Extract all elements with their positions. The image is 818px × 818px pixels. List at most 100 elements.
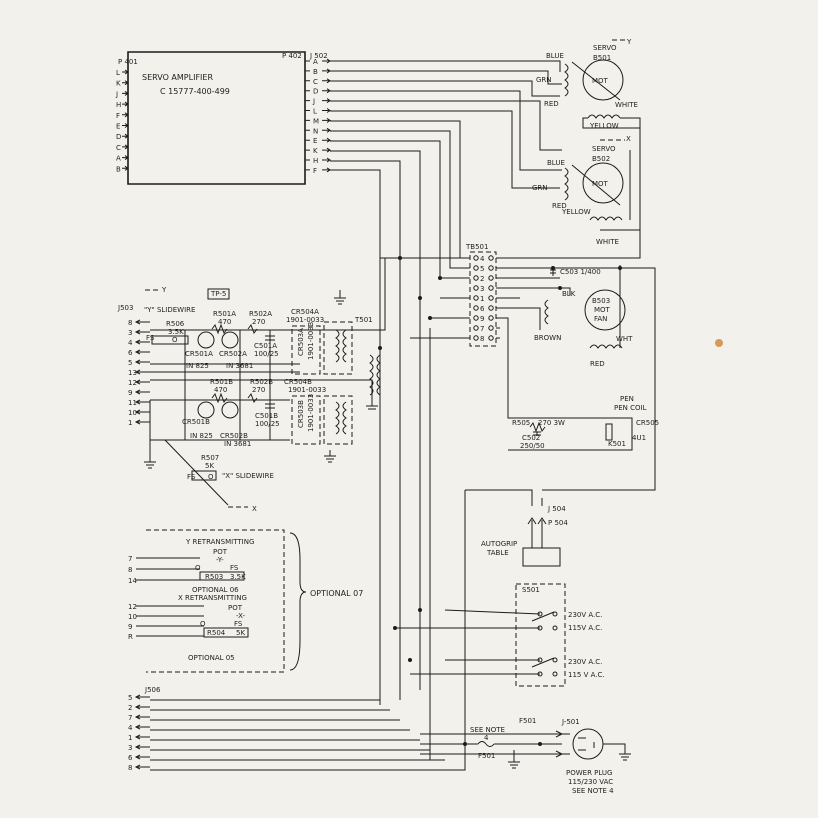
junction-dot-8 (463, 742, 467, 746)
r507-value: 5K (205, 462, 214, 470)
cr503b-label: CR503B (297, 400, 305, 428)
servo-y-name: SERVO (593, 44, 617, 52)
j503-label: J503 (117, 304, 133, 312)
r502b-label: R502B (250, 378, 273, 386)
in825-label: IN 825 (186, 362, 209, 370)
j503-pin-11: 11 (128, 399, 137, 407)
servo-x: MOT X SERVO B502 BLUE GRN RED YELLOW WHI… (532, 135, 631, 246)
junction-dot-0 (398, 256, 402, 260)
p402-pin-B: B (313, 68, 318, 76)
servo-x-yellow: YELLOW (561, 208, 591, 216)
cr501b-label: CR501B (182, 418, 210, 426)
transistor-a2 (221, 331, 239, 349)
p402-pin-F: F (313, 167, 317, 175)
retrans-y-pin-14: 14 (128, 577, 137, 585)
j503-pin-4: 4 (128, 339, 133, 347)
p401-pin-C: C (116, 144, 121, 152)
p401-pin-A: A (116, 155, 121, 163)
r506-fs: FS (146, 334, 155, 342)
p402-pin-H: H (313, 157, 318, 165)
tb501-right-1 (488, 295, 494, 301)
servo-x-white: WHITE (596, 238, 619, 246)
see-note-num: 4 (484, 734, 489, 742)
wire-j502-5 (330, 110, 560, 189)
cr504a-value: 1901-0033 (286, 316, 324, 324)
transistor-a1 (197, 331, 215, 349)
tb501-right-5 (488, 265, 494, 271)
fan-cap: C503 1/400 (560, 268, 601, 276)
p401-label: P 401 (118, 58, 138, 66)
amp-part: C 15777-400-499 (160, 87, 230, 96)
wire-extra-16 (600, 229, 641, 258)
pen-coil-label-1: PEN (620, 395, 634, 403)
cr504b-label: CR504B (284, 378, 312, 386)
c501b-label: C501B (255, 412, 278, 420)
servo-y-mot: MOT (592, 77, 609, 85)
servo-x-axis: X (626, 135, 631, 143)
tb501-left-1 (473, 295, 479, 301)
p401-pin-B: B (116, 165, 121, 173)
fan-ref: B503 (592, 297, 610, 305)
opt05-label: OPTIONAL 05 (188, 654, 235, 662)
y-retrans-o: O (195, 564, 201, 572)
servo-x-name: SERVO (592, 145, 616, 153)
cr504a-label: CR504A (291, 308, 319, 316)
junction-dot-5 (393, 626, 397, 630)
fan-motor: B503 MOT FAN BLK BROWN WHT RED C503 1/40… (534, 266, 633, 368)
wiring (149, 60, 656, 771)
r501b-value: 470 (214, 386, 227, 394)
j503-pin-8: 8 (128, 319, 132, 327)
tb501-right-8 (488, 335, 494, 341)
wire-extra-19 (150, 490, 466, 771)
fan-circle (584, 289, 626, 331)
p401-pin-H: H (116, 101, 121, 109)
j503-pin-9: 9 (128, 389, 132, 397)
r502b-value: 270 (252, 386, 265, 394)
j503-pin-3: 3 (128, 329, 132, 337)
j503-pin-12: 12 (128, 379, 137, 387)
cr502b-label: CR502B (220, 432, 248, 440)
p402-pin-J: J (312, 98, 315, 106)
j506-pin-2: 2 (128, 704, 132, 712)
amp-title: SERVO AMPLIFIER (142, 73, 213, 82)
j503-pin-13: 13 (128, 369, 137, 377)
servo-x-red: RED (552, 202, 567, 210)
tb501-left-8 (473, 335, 479, 341)
p401-pin-J: J (115, 90, 118, 98)
scan-speck (715, 339, 723, 347)
cr503a-value: 1901-0033 (307, 322, 315, 360)
tb501-label: TB501 (465, 243, 488, 251)
j503-section: J503 Y "Y" SLIDEWIRE TP-5 R506 3.5K FS O (117, 286, 230, 345)
p504-label: P 504 (548, 519, 568, 527)
wire-j502-3 (330, 90, 562, 171)
r507-fs: FS (187, 473, 196, 481)
cr505-value: 4U1 (632, 434, 646, 442)
servo-x-ref: B502 (592, 155, 610, 163)
p402-label: P 402 (282, 52, 302, 60)
junction-dot-7 (408, 658, 412, 662)
wire-extra-18 (465, 489, 533, 498)
j506-pin-3: 3 (128, 744, 132, 752)
p402-pin-L: L (313, 108, 317, 116)
r504-value: 5K (236, 629, 245, 637)
j506-pin-1: 1 (128, 734, 132, 742)
x-retrans-mark: -X- (236, 612, 246, 620)
retrans-x-pin-12: 12 (128, 603, 137, 611)
power-note-label: SEE NOTE 4 (572, 787, 614, 795)
junction-dot-6 (418, 608, 422, 612)
r507-label: R507 (201, 454, 219, 462)
r502a-value: 270 (252, 318, 265, 326)
junction-dot-2 (438, 276, 442, 280)
r501a-label: R501A (213, 310, 236, 318)
wire-j502-9 (330, 150, 421, 690)
tb501-num-1: 1 (480, 295, 484, 303)
j503-pin-6: 6 (128, 349, 133, 357)
transistor-b1 (197, 401, 215, 419)
p401-pin-E: E (116, 123, 120, 131)
wire-j502-1 (330, 70, 562, 85)
servo-y-axis: Y (626, 38, 632, 46)
servo-y-motor (582, 59, 624, 101)
j506-section: J506 (144, 686, 161, 694)
